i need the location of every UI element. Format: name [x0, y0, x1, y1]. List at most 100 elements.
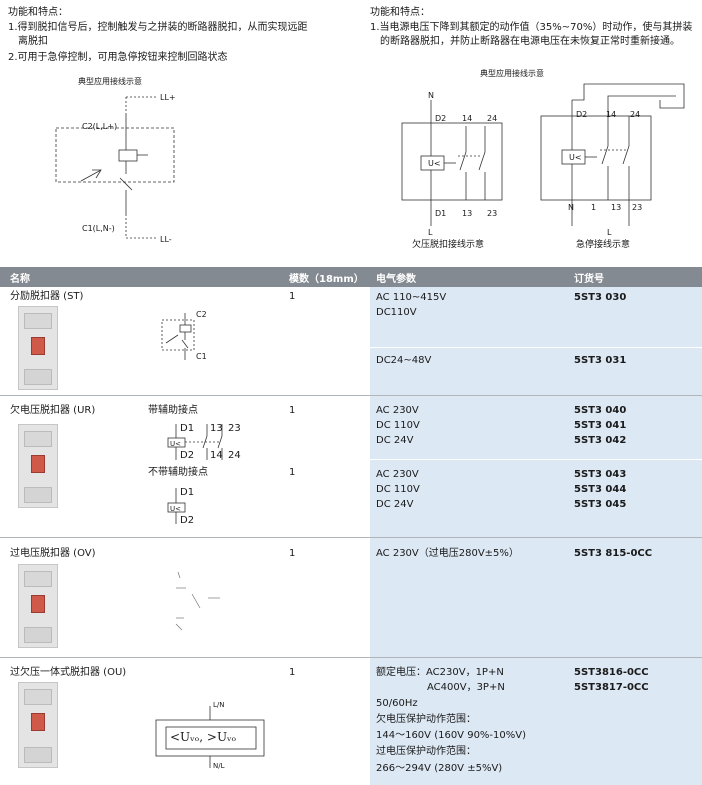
module-value: 1: [289, 467, 296, 478]
param-line: DC 110V: [376, 484, 420, 495]
order-number: 5ST3817-0CC: [574, 682, 649, 693]
term-13-label: 13: [210, 423, 223, 434]
term-14-label: 14: [210, 450, 223, 461]
d1-label: D1: [180, 423, 195, 434]
order-number: 5ST3 042: [574, 435, 627, 446]
param-line: 欠电压保护动作范围：: [376, 714, 476, 725]
param-line: 144～160V (160V 90%-10%V): [376, 730, 527, 741]
ln-label: L/N: [213, 701, 225, 709]
left-feature-line: 离脱扣: [18, 36, 48, 47]
uc-label: U<: [170, 505, 181, 513]
breaker-image: [18, 564, 58, 648]
term-13-label: 13: [462, 209, 473, 218]
param-line: AC 230V: [376, 405, 419, 416]
uc-label: U<: [569, 153, 582, 162]
param-line: AC400V，3P+N: [427, 682, 505, 693]
param-line: AC 110~415V: [376, 292, 447, 303]
term-24-label: 24: [487, 114, 498, 123]
param-line: 266～294V (280V ±5%V): [376, 763, 503, 774]
order-number: 5ST3 040: [574, 405, 627, 416]
col-header-name: 名称: [10, 274, 30, 285]
term-23-label: 23: [487, 209, 498, 218]
caption-emergency-stop: 急停接线示意: [576, 240, 631, 250]
undervoltage-wiring-diagrams: [401, 83, 685, 226]
c1-label: C1(L,N-): [82, 224, 115, 233]
highlight-column: [370, 287, 702, 785]
term-23-label: 23: [228, 423, 241, 434]
module-value: 1: [289, 667, 296, 678]
term-24-label: 24: [228, 450, 241, 461]
breaker-image: [18, 424, 58, 508]
order-number: 5ST3 044: [574, 484, 627, 495]
left-features-heading: 功能和特点：: [8, 7, 68, 18]
product-name: 分励脱扣器 (ST): [10, 291, 84, 302]
uc-label: U<: [170, 440, 181, 448]
term-1-label: 1: [591, 203, 597, 212]
term-d2-label: D2: [576, 110, 588, 119]
order-number: 5ST3 030: [574, 292, 627, 303]
product-name: 过欠压一体式脱扣器 (OU): [10, 667, 127, 678]
ll-plus-label: LL+: [160, 93, 176, 102]
param-line: 过电压保护动作范围：: [376, 746, 476, 757]
order-number: 5ST3 045: [574, 499, 627, 510]
row-divider: [0, 395, 702, 396]
term-23-label: 23: [632, 203, 643, 212]
ll-minus-label: LL-: [160, 235, 172, 244]
left-feature-line: 1.得到脱扣信号后，控制触发与之拼装的断路器脱扣，从而实现远距: [8, 22, 308, 33]
term-d1-label: D1: [435, 209, 447, 218]
right-feature-line: 1.当电源电压下降到其额定的动作值（35%~70%）时动作，使与其拼装: [370, 22, 693, 33]
row-divider: [0, 537, 702, 538]
term-d2-label: D2: [435, 114, 447, 123]
param-line: DC110V: [376, 307, 417, 318]
param-line: DC 110V: [376, 420, 420, 431]
order-number: 5ST3 043: [574, 469, 627, 480]
param-line: AC 230V（过电压280V±5%）: [376, 548, 519, 559]
term-l-label: L: [607, 228, 612, 237]
term-13-label: 13: [611, 203, 622, 212]
product-name: 欠电压脱扣器 (UR): [10, 405, 96, 416]
caption-undervoltage: 欠压脱扣接线示意: [412, 240, 485, 250]
order-number: 5ST3 815-0CC: [574, 548, 653, 559]
product-name: 过电压脱扣器 (OV): [10, 548, 96, 559]
param-line: 50/60Hz: [376, 698, 418, 709]
ou-box-label: <Uᵥₒ, >Uᵥₒ: [170, 730, 237, 744]
d2-label: D2: [180, 515, 195, 526]
table-header: 名称 模数（18mm） 电气参数 订货号: [0, 267, 702, 287]
right-diagram-title: 典型应用接线示意: [480, 69, 544, 78]
param-line: AC 230V: [376, 469, 419, 480]
term-14-label: 14: [606, 110, 617, 119]
param-line: 额定电压：AC230V，1P+N: [376, 667, 504, 678]
module-value: 1: [289, 291, 296, 302]
term-n-label: N: [428, 91, 434, 100]
right-features-heading: 功能和特点：: [370, 7, 430, 18]
module-value: 1: [289, 405, 296, 416]
term-n-label: N: [568, 203, 574, 212]
term-24-label: 24: [630, 110, 641, 119]
c2-label: C2: [196, 310, 207, 319]
left-diagram-title: 典型应用接线示意: [78, 77, 142, 86]
breaker-image: [18, 682, 58, 768]
col-header-params: 电气参数: [376, 274, 416, 285]
c2-label: C2(L,L+): [82, 122, 118, 131]
row-divider: [0, 657, 702, 658]
order-number: 5ST3 031: [574, 355, 627, 366]
col-header-order: 订货号: [574, 274, 604, 285]
variant-label: 带辅助接点: [148, 405, 198, 416]
param-line: DC24~48V: [376, 355, 432, 366]
breaker-image: [18, 306, 58, 390]
group-divider: [370, 459, 702, 460]
order-number: 5ST3816-0CC: [574, 667, 649, 678]
right-feature-line: 的断路器脱扣，并防止断路器在电源电压在未恢复正常时重新接通。: [380, 36, 680, 47]
group-divider: [370, 347, 702, 348]
param-line: DC 24V: [376, 499, 414, 510]
module-value: 1: [289, 548, 296, 559]
left-feature-line: 2.可用于急停控制，可用急停按钮来控制回路状态: [8, 52, 228, 63]
d2-label: D2: [180, 450, 195, 461]
nl-label: N/L: [213, 762, 225, 770]
d1-label: D1: [180, 487, 195, 498]
term-l-label: L: [428, 228, 433, 237]
